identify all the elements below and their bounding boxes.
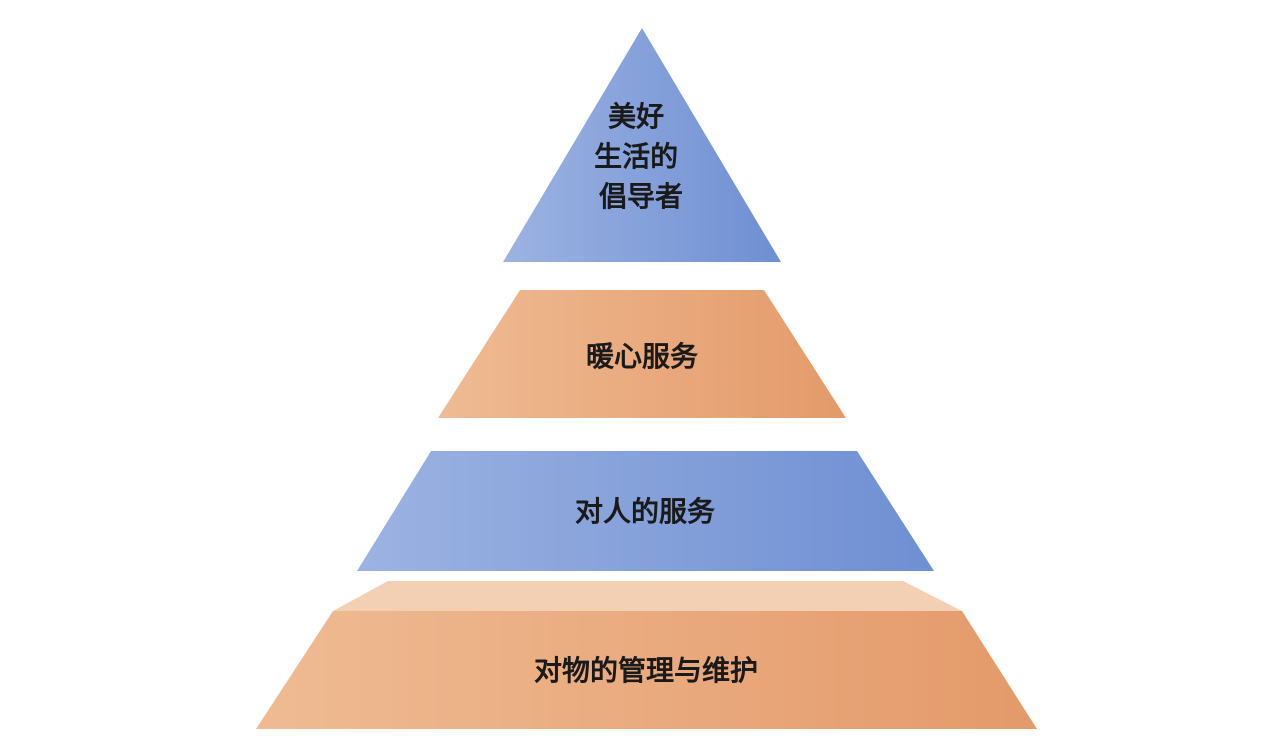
tier-1-line-2: 生活的 <box>594 140 678 173</box>
tier-3: 对人的服务 <box>357 451 934 571</box>
tier-3-shape <box>357 451 934 571</box>
tier-2: 暖心服务 <box>438 290 846 418</box>
tier-2-label: 暖心服务 <box>586 340 698 373</box>
tier-4-base: 对物的管理与维护 <box>256 581 1037 729</box>
tier-4-label: 对物的管理与维护 <box>534 654 758 687</box>
tier-3-label: 对人的服务 <box>575 495 715 528</box>
tier-4-shape <box>256 611 1037 729</box>
tier-1-label: 美好 生活的 倡导者 <box>594 100 688 213</box>
tier-1-apex: 美好 生活的 倡导者 <box>503 28 781 262</box>
tier-2-shape <box>438 290 846 418</box>
tier-4-top-face <box>333 581 962 611</box>
tier-1-line-3: 倡导者 <box>599 180 683 213</box>
tier-1-shape <box>503 28 781 262</box>
tier-1-line-1: 美好 <box>608 100 664 133</box>
